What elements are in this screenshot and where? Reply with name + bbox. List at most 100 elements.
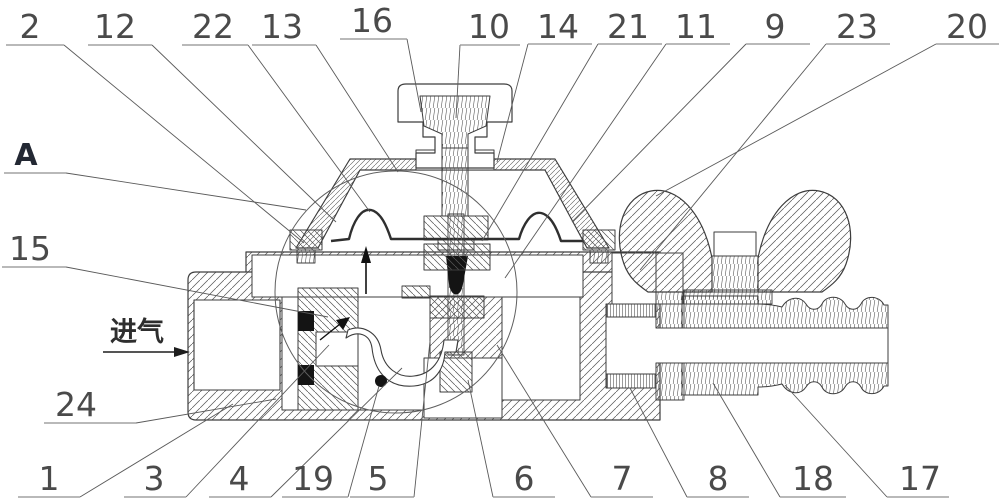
callout-leader-3 bbox=[185, 344, 330, 498]
callout-leader-10 bbox=[455, 44, 461, 119]
chamber-up-arrow bbox=[361, 246, 371, 294]
adjust-screw-head bbox=[419, 95, 491, 149]
callout-label-9: 9 bbox=[765, 7, 786, 46]
callout-leader-2 bbox=[63, 44, 305, 244]
detail-circle-A bbox=[274, 170, 518, 414]
callout-leader-19 bbox=[347, 385, 380, 498]
callout-15: 15 bbox=[2, 229, 329, 318]
callout-19: 19 bbox=[282, 385, 380, 498]
callout-label-1: 1 bbox=[39, 459, 60, 498]
barb-collar-bottom bbox=[655, 362, 685, 401]
callout-label-22: 22 bbox=[192, 7, 234, 46]
hose-barb-top-wall bbox=[681, 295, 889, 329]
callout-label-14: 14 bbox=[537, 7, 579, 46]
wingnut-left-wing bbox=[618, 189, 713, 293]
seal-upper bbox=[298, 311, 314, 331]
callout-leader-17 bbox=[784, 384, 888, 498]
callout-label-24: 24 bbox=[55, 385, 97, 424]
callout-label-17: 17 bbox=[899, 459, 941, 498]
callout-leader-12 bbox=[151, 44, 337, 223]
callout-label-18: 18 bbox=[792, 459, 834, 498]
outlet-passage bbox=[501, 296, 581, 401]
callout-23: 23 bbox=[639, 7, 890, 271]
callout-label-5: 5 bbox=[368, 459, 389, 498]
callout-leader-13 bbox=[315, 44, 399, 173]
inlet-flow-arrow bbox=[103, 347, 190, 357]
wingnut-slot bbox=[713, 231, 757, 257]
callout-16: 16 bbox=[340, 1, 422, 113]
callout-leader-6 bbox=[467, 379, 494, 498]
callout-label-6: 6 bbox=[514, 459, 535, 498]
callout-4: 4 bbox=[209, 367, 403, 498]
stem-guide bbox=[429, 295, 485, 319]
callout-3: 3 bbox=[124, 344, 330, 498]
flange-bolt-right bbox=[589, 249, 609, 264]
callout-1: 1 bbox=[18, 403, 234, 498]
dome-flange-left bbox=[289, 229, 323, 251]
callout-label-4: 4 bbox=[229, 459, 250, 498]
inlet-flow-label: 进气 bbox=[110, 317, 164, 348]
callout-leader-20 bbox=[655, 43, 937, 197]
callout-leader-A bbox=[65, 172, 307, 211]
barb-collar-top bbox=[655, 291, 685, 329]
callout-11: 11 bbox=[504, 7, 730, 279]
callout-2: 2 bbox=[6, 7, 305, 244]
callout-leader-1 bbox=[79, 403, 234, 498]
outlet-thread-bottom bbox=[606, 373, 656, 389]
callout-label-7: 7 bbox=[612, 459, 633, 498]
adjust-screw-stem-lower bbox=[447, 213, 465, 251]
seal-lower bbox=[298, 365, 314, 385]
hose-barb-bottom-wall bbox=[681, 362, 889, 396]
callout-label-3: 3 bbox=[144, 459, 165, 498]
valve-drawing bbox=[103, 83, 889, 421]
callout-label-13: 13 bbox=[261, 7, 303, 46]
callout-label-A: A bbox=[14, 138, 38, 173]
callout-7: 7 bbox=[496, 344, 653, 498]
callout-label-2: 2 bbox=[20, 7, 41, 46]
callout-leader-7 bbox=[496, 344, 592, 498]
callout-22: 22 bbox=[182, 7, 371, 213]
callout-leader-8 bbox=[629, 387, 688, 498]
callout-label-20: 20 bbox=[946, 7, 988, 46]
callout-label-21: 21 bbox=[607, 7, 649, 46]
callout-10: 10 bbox=[455, 7, 520, 119]
callout-leader-23 bbox=[639, 43, 827, 271]
callout-12: 12 bbox=[88, 7, 337, 223]
callout-label-10: 10 bbox=[468, 7, 510, 46]
callout-label-12: 12 bbox=[94, 7, 136, 46]
callout-20: 20 bbox=[655, 7, 999, 197]
callout-21: 21 bbox=[481, 7, 662, 242]
callout-leader-22 bbox=[247, 44, 371, 213]
callout-14: 14 bbox=[496, 7, 592, 163]
callout-leader-18 bbox=[712, 382, 781, 498]
callout-leader-16 bbox=[406, 38, 422, 113]
valve-seat-block bbox=[439, 351, 473, 393]
callout-9: 9 bbox=[571, 7, 810, 223]
callout-leader-11 bbox=[504, 43, 667, 279]
callout-label-23: 23 bbox=[836, 7, 878, 46]
callout-leader-5 bbox=[413, 340, 431, 498]
inlet-insert-window bbox=[315, 331, 359, 367]
callout-24: 24 bbox=[44, 385, 277, 424]
lever-arm bbox=[345, 327, 459, 387]
wingnut-stem bbox=[711, 255, 759, 293]
outlet-thread-top bbox=[606, 303, 656, 318]
callout-18: 18 bbox=[712, 382, 846, 498]
callout-6: 6 bbox=[467, 379, 555, 498]
callout-leader-14 bbox=[496, 43, 529, 163]
callout-leader-15 bbox=[65, 266, 329, 318]
dome-flange-right bbox=[582, 229, 616, 251]
callout-leader-9 bbox=[571, 43, 747, 223]
hose-barb-bore bbox=[605, 316, 889, 375]
callout-5: 5 bbox=[350, 340, 431, 498]
inlet-bore bbox=[193, 299, 281, 391]
callout-13: 13 bbox=[252, 7, 399, 173]
callout-label-15: 15 bbox=[9, 229, 51, 268]
callout-label-8: 8 bbox=[708, 459, 729, 498]
callout-A: A bbox=[4, 138, 307, 211]
callout-leader-24 bbox=[135, 398, 277, 424]
callout-leader-4 bbox=[270, 367, 403, 498]
